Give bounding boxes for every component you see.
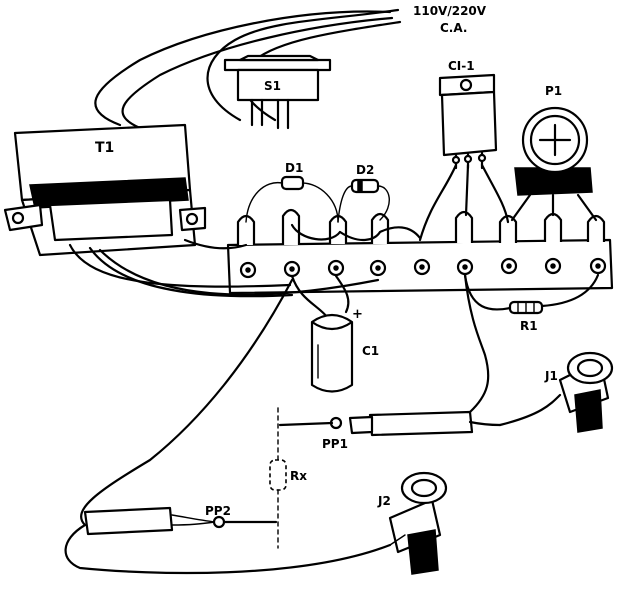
probe-pp1-label: PP1 xyxy=(322,437,348,451)
probe-pp2 xyxy=(64,278,392,575)
potentiometer-p1 xyxy=(510,106,598,222)
transformer-t1-label: T1 xyxy=(95,140,114,156)
mains-type-label: C.A. xyxy=(440,21,467,35)
switch-s1-label: S1 xyxy=(264,79,281,93)
jack-j2-label: J2 xyxy=(377,494,391,508)
mains-voltage-label: 110V/220V xyxy=(413,4,487,18)
jumper-wire-2 xyxy=(290,223,342,241)
jack-j1 xyxy=(463,273,614,433)
switch-s1 xyxy=(223,54,332,130)
jumper-wire xyxy=(338,226,422,241)
capacitor-c1-label: C1 xyxy=(362,344,379,358)
diode-d1-label: D1 xyxy=(285,161,303,175)
resistor-r1-label: R1 xyxy=(520,319,538,333)
diode-d2-label: D2 xyxy=(356,163,374,177)
probe-pp1 xyxy=(278,410,502,437)
diode-d1 xyxy=(245,175,339,223)
jack-j1-label: J1 xyxy=(544,369,558,383)
jack-j2 xyxy=(388,471,448,575)
ic-ci1 xyxy=(418,73,510,242)
transformer-t1 xyxy=(3,123,207,257)
ic-ci1-label: CI-1 xyxy=(448,59,475,73)
capacitor-c1 xyxy=(290,274,354,393)
resistor-rx xyxy=(269,407,287,549)
potentiometer-p1-label: P1 xyxy=(545,84,562,98)
transformer-leads xyxy=(68,238,380,298)
resistor-rx-label: Rx xyxy=(290,469,307,483)
terminal-strip xyxy=(226,208,614,295)
capacitor-polarity: + xyxy=(352,307,363,322)
diode-d2 xyxy=(337,178,390,223)
probe-pp2-label: PP2 xyxy=(205,504,231,518)
